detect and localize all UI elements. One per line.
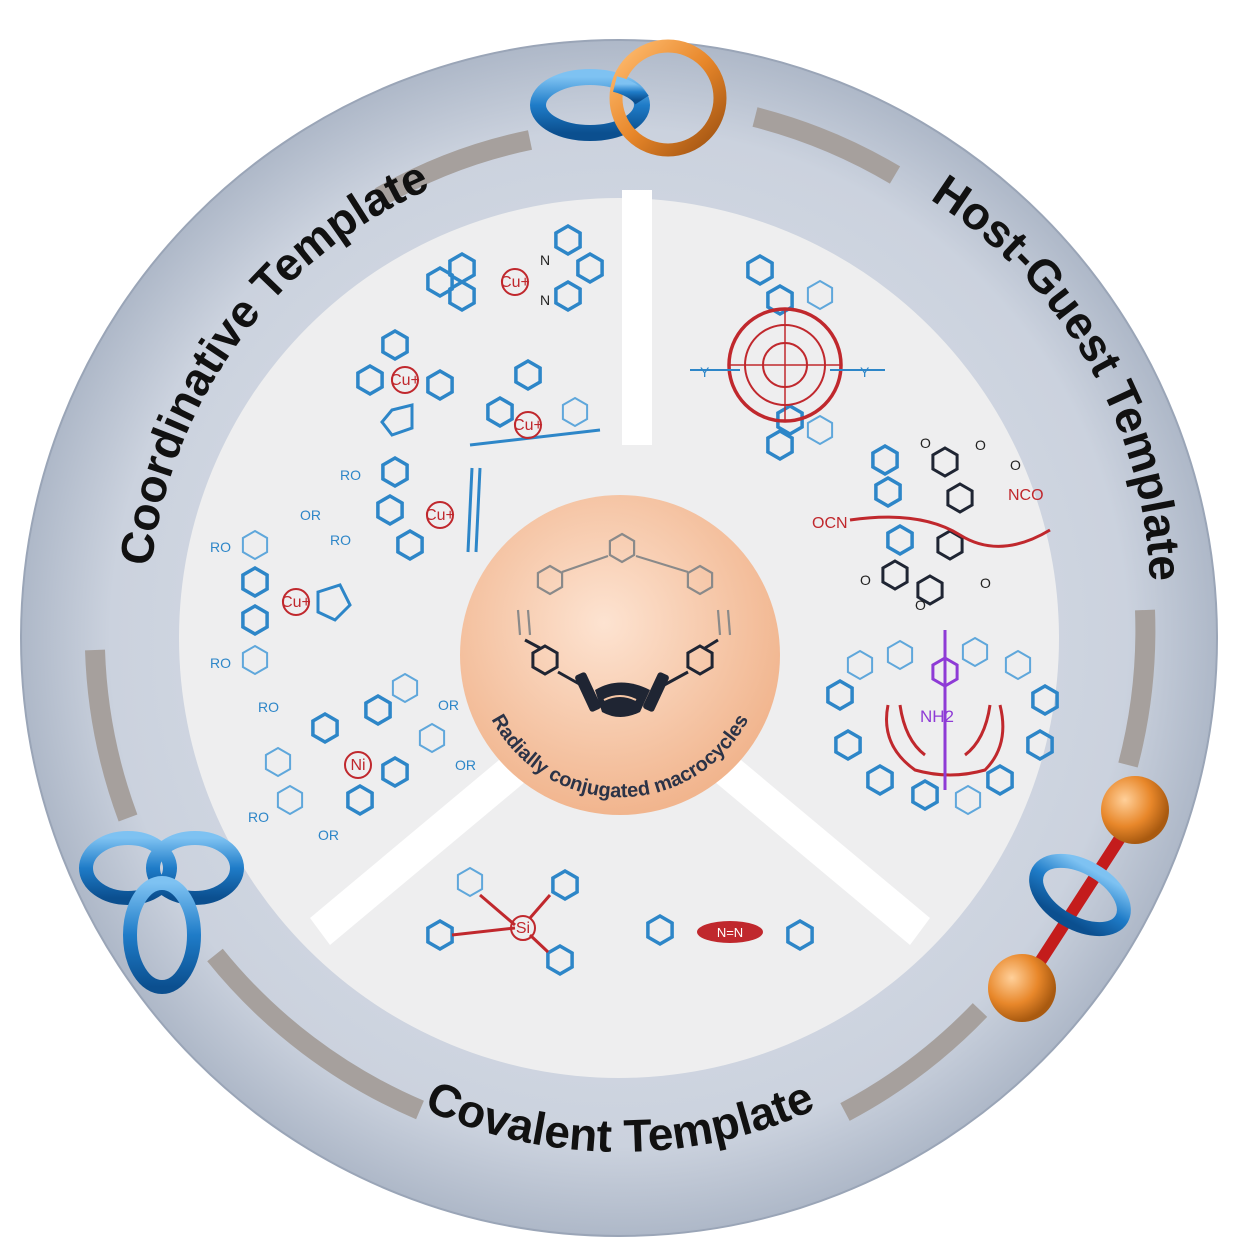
rotaxane-icon (988, 776, 1169, 1022)
host-guest-structures: Y Y NCO OCN O O O O O O (690, 254, 1059, 815)
svg-text:NCO: NCO (1008, 487, 1044, 504)
ammonium-label: NH2 (920, 707, 954, 726)
svg-text:OR: OR (455, 757, 476, 773)
svg-text:OR: OR (438, 697, 459, 713)
cu-phenanthroline-complex: Cu+ N N (426, 224, 604, 312)
svg-text:RO: RO (330, 532, 351, 548)
catenane-icon (530, 39, 727, 157)
svg-text:RO: RO (340, 467, 361, 483)
cu-label: Cu+ (500, 274, 530, 291)
svg-text:O: O (975, 437, 986, 453)
cu-bipyridine-triazole: RO OR RO RO Cu+ (210, 507, 352, 715)
svg-text:Cu+: Cu+ (513, 417, 543, 434)
azo-label: N=N (717, 925, 743, 940)
svg-text:Cu+: Cu+ (425, 507, 455, 524)
ni-complex: Ni RO OR OR OR (248, 673, 476, 843)
crown-ether-macrocycle: NH2 (826, 630, 1059, 815)
cu-pyridine-alkyne: Cu+ (469, 359, 601, 447)
center-macrocycle: Radially conjugated macrocycles (460, 495, 780, 815)
fullerene-nanoring: Y Y (690, 254, 885, 461)
svg-text:Cu+: Cu+ (390, 372, 420, 389)
svg-text:OR: OR (300, 507, 321, 523)
svg-text:O: O (1010, 457, 1021, 473)
silicon-template: Si (426, 867, 579, 976)
svg-text:Y: Y (700, 364, 710, 380)
cu-pyridine-triazole: Cu+ (356, 329, 454, 437)
si-label: Si (516, 920, 530, 937)
covalent-structures: Si N=N (426, 867, 814, 976)
svg-text:RO: RO (248, 809, 269, 825)
svg-text:Ni: Ni (350, 757, 365, 774)
pillararene-complex: NCO OCN O O O O O O (812, 435, 1051, 613)
handshake-icon (575, 672, 669, 717)
azobenzene-template: N=N (646, 914, 814, 951)
svg-text:RO: RO (210, 655, 231, 671)
coordinative-structures: Cu+ N N Cu+ Cu+ RO RO (210, 224, 604, 843)
svg-text:OR: OR (318, 827, 339, 843)
cu-ro-pyridines: RO RO Cu+ (330, 456, 482, 561)
svg-text:O: O (915, 597, 926, 613)
trefoil-knot-icon (79, 831, 244, 994)
svg-text:OCN: OCN (812, 515, 848, 532)
sector-dividers (310, 190, 930, 945)
svg-text:O: O (860, 572, 871, 588)
svg-text:N: N (540, 252, 550, 268)
svg-text:Cu+: Cu+ (281, 594, 311, 611)
svg-text:RO: RO (210, 539, 231, 555)
svg-text:O: O (980, 575, 991, 591)
svg-text:O: O (920, 435, 931, 451)
ring-dashes (85, 107, 1156, 1121)
svg-text:RO: RO (258, 699, 279, 715)
svg-text:Y: Y (860, 364, 870, 380)
svg-text:N: N (540, 292, 550, 308)
